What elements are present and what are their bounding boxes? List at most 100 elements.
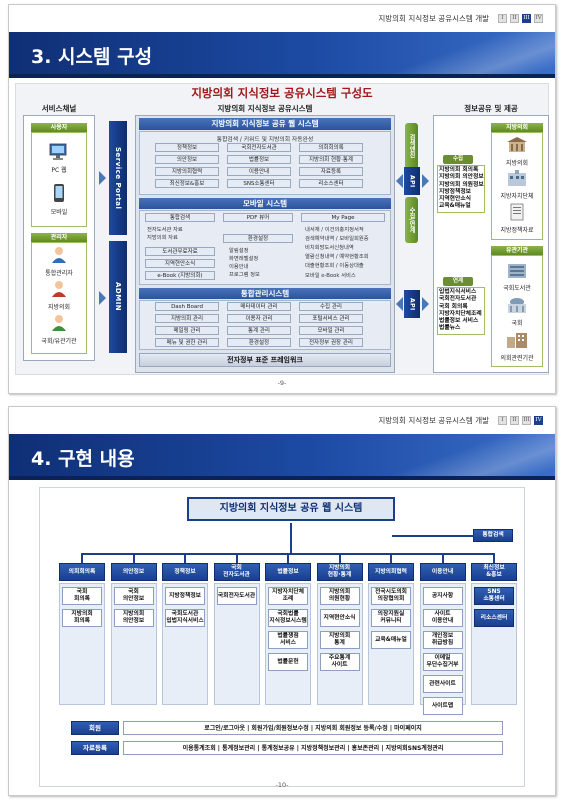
doc-title: 지방의회 지식정보 공유시스템 개발 [378, 415, 489, 425]
pdf-viewer-head: PDF 뷰어 [223, 213, 293, 222]
admin-menu-item: 메타데이터 관리 [227, 302, 291, 311]
mypage-head: My Page [301, 213, 385, 222]
banner-swoosh [385, 32, 555, 78]
admin-menu-item: 전자정부 권장 관리 [299, 338, 363, 347]
section-title: 3. 시스템 구성 [31, 46, 153, 68]
web-menu-item: 자료등록 [299, 167, 363, 176]
nav-chapter-4[interactable]: IV [534, 13, 543, 23]
policy-docs-label: 지방정책자료 [500, 227, 534, 234]
arrow-right-icon [99, 291, 106, 305]
service-portal-bar: Service Portal [109, 121, 127, 235]
menu-item: 리소스센터 [474, 609, 514, 627]
menu-item: 국회도서관 입법지식서비스 [165, 609, 205, 627]
admin-menu-item: 통계 관리 [227, 326, 291, 335]
nav-chapter-1[interactable]: I [498, 13, 507, 23]
nav-chapter-2[interactable]: II [510, 13, 519, 23]
policy-docs-icon: 지방정책자료 [491, 203, 543, 234]
menu-item: 의장지원실 커뮤니티 [371, 609, 411, 627]
council-label: 지방의회 [505, 160, 529, 167]
section-banner: 3. 시스템 구성 [9, 32, 555, 78]
nav-chapter-2[interactable]: II [510, 415, 519, 425]
connector-line [287, 553, 289, 563]
collect-tag: 수집 [443, 155, 473, 164]
admin-menu-item: 환경설정 [227, 338, 291, 347]
mypage-line: 비치희망도서신청내역 [305, 245, 354, 251]
assembly-admin-icon: 국회/유관기관 [33, 314, 85, 345]
menu-item: 지방자치단체 조례 [268, 587, 308, 605]
nav-chapter-4[interactable]: IV [534, 415, 543, 425]
connect-item: 국회전자도서관 [439, 296, 477, 303]
web-menu-item: 의안정보 [155, 155, 219, 164]
banner-swoosh [385, 434, 555, 480]
menu-item: 공지사항 [422, 587, 463, 605]
connect-item: 법률뉴스 [439, 325, 461, 332]
menu-item: SNS 소통센터 [474, 587, 514, 605]
related-section-head: 유관기관 [491, 246, 543, 255]
collect-item: 지방의회 의원정보 [439, 181, 484, 188]
arrow-left-icon [396, 297, 403, 311]
pc-web-label: PC 웹 [51, 167, 67, 174]
slide-header: 지방의회 지식정보 공유시스템 개발 I II III IV [9, 407, 555, 433]
slide-system-architecture: 지방의회 지식정보 공유시스템 개발 I II III IV 3. 시스템 구성… [8, 4, 556, 394]
api-top-bar: API [404, 167, 420, 195]
nav-chapter-3[interactable]: III [522, 13, 531, 23]
web-menu-item: 지방의회협력 [155, 167, 219, 176]
mypage-line: 대출현황조회 / 이동상대출 [305, 263, 364, 269]
section-title: 4. 구현 내용 [31, 448, 135, 470]
connector-line [235, 553, 238, 563]
connector-line [392, 535, 474, 537]
menu-item: 지역현안소식 [319, 609, 360, 627]
connector-line [81, 553, 83, 563]
web-menu-item: 이용안내 [227, 167, 291, 176]
collect-item: 지역현안소식 [439, 196, 471, 203]
web-menu-item: SNS소통센터 [227, 179, 291, 188]
arrow-right-icon [99, 171, 106, 185]
menu-item: 주요통계 사이트 [319, 653, 360, 671]
settings-line: 알림설정 [229, 248, 249, 254]
collect-item: 지방정책정보 [439, 188, 471, 195]
slide-header: 지방의회 지식정보 공유시스템 개발 I II III IV [9, 5, 555, 31]
mypage-line: 열람신청내역 / 예약현황조회 [305, 254, 369, 260]
web-menu-item: 정책정보 [155, 143, 219, 152]
collect-item: 교육&매뉴얼 [439, 203, 471, 210]
admin-menu-item: 메뉴 및 권한 관리 [155, 338, 219, 347]
category-box: 의회회의록 [59, 563, 105, 581]
assembly-library-icon: 국회도서관 [491, 261, 543, 292]
super-admin-label: 통합관리자 [45, 270, 73, 277]
category-box: 지방의회 현황·통계 [316, 563, 363, 581]
slide-implementation: 지방의회 지식정보 공유시스템 개발 I II III IV 4. 구현 내용 … [8, 406, 556, 796]
menu-item: 관련사이트 [422, 675, 463, 693]
web-menu-item: 최신정보&홍보 [155, 179, 219, 188]
collect-list-box [437, 165, 485, 213]
menu-item: 지방의회 의안정보 [113, 609, 154, 627]
admin-menu-item: 모바일 관리 [299, 326, 363, 335]
national-assembly-label: 국회 [511, 320, 523, 327]
admin-menu-item: 이용자 관리 [227, 314, 291, 323]
connector-line [184, 553, 186, 563]
member-row-label: 회원 [71, 721, 119, 735]
connect-list: 입법지식서비스 국회전자도서관 국회 회의록 지방자치단체조례 법률정보 서비스… [439, 289, 482, 333]
menu-item: 지방정책정보 [165, 587, 205, 605]
category-box: 지방의회협력 [368, 563, 414, 581]
member-row-content: 로그인/로그아웃 | 회원가입/회원정보수정 | 지방의회 회원정보 등록/수정… [123, 721, 503, 735]
search-engine-tag: 검색엔진 [405, 123, 418, 169]
related-org-label: 의회관련기관 [500, 355, 534, 362]
doc-title: 지방의회 지식정보 공유시스템 개발 [378, 13, 489, 23]
web-menu-item: 지방의회 현황·통계 [299, 155, 363, 164]
admin-menu-item: 수집 관리 [299, 302, 363, 311]
admin-menu-item: 지방의회 관리 [155, 314, 219, 323]
nav-chapter-1[interactable]: I [498, 415, 507, 425]
nav-chapter-3[interactable]: III [522, 415, 531, 425]
collect-list: 지방의회 회의록 지방의회 의안정보 지방의회 의원정보 지방정책정보 지역현안… [439, 167, 484, 211]
web-system-title: 지방의회 지식정보 공유 웹 시스템 [139, 118, 391, 130]
menu-item: 사이트 이용안내 [422, 609, 463, 627]
api-bottom-bar: API [404, 290, 420, 318]
user-section-head: 사용자 [31, 123, 87, 132]
web-menu-item: 리소스센터 [299, 179, 363, 188]
local-gov-icon: 지방자치단체 [491, 169, 543, 200]
framework-bar: 전자정부 표준 프레임워크 [139, 353, 391, 367]
web-menu-item: 국회전자도서관 [227, 143, 291, 152]
left-col-title: 서비스채널 [41, 104, 77, 113]
data-reg-row-label: 자료등록 [71, 741, 119, 755]
section-banner: 4. 구현 내용 [9, 434, 555, 480]
